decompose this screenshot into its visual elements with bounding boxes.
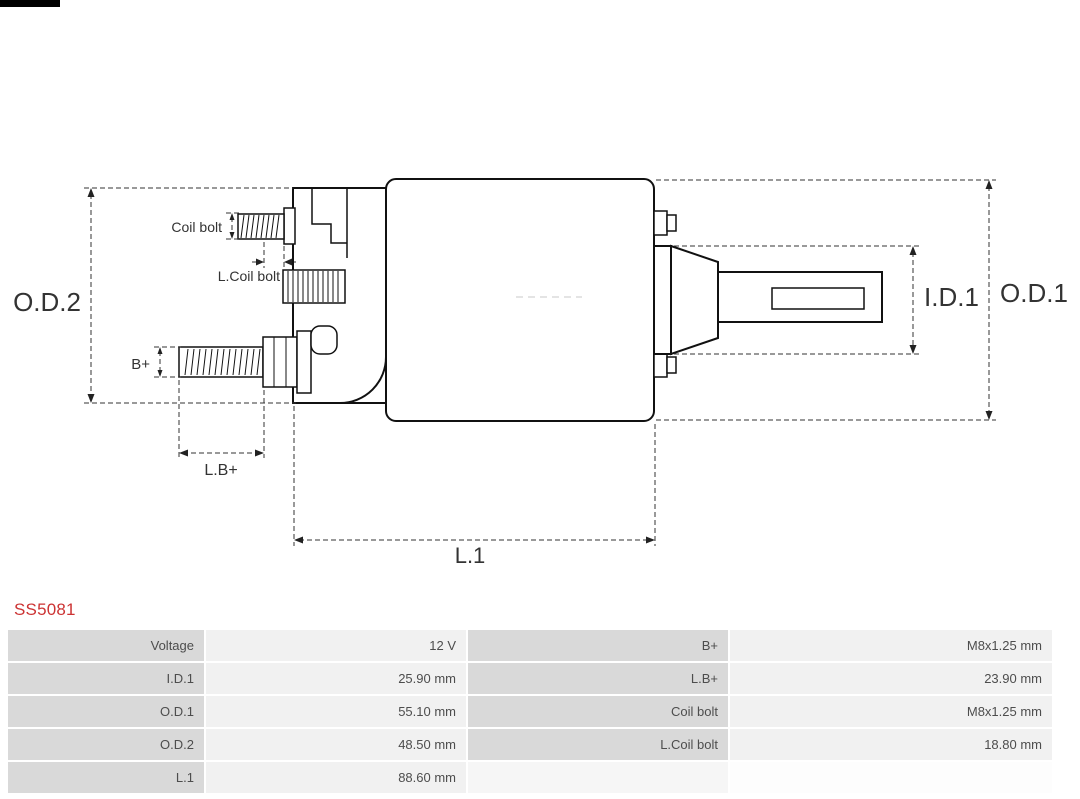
table-row: O.D.1 55.10 mm Coil bolt M8x1.25 mm: [8, 696, 1052, 727]
spec-value-cell: M8x1.25 mm: [730, 696, 1052, 727]
main-body: [385, 178, 655, 422]
spec-value-cell: M8x1.25 mm: [730, 630, 1052, 661]
table-row: Voltage 12 V B+ M8x1.25 mm: [8, 630, 1052, 661]
spec-label-cell: O.D.2: [8, 729, 204, 760]
dim-label-l-b-plus: L.B+: [204, 462, 237, 479]
dim-label-id1: I.D.1: [924, 282, 979, 312]
spec-value-cell: 23.90 mm: [730, 663, 1052, 694]
solenoid-technical-drawing: O.D.2 O.D.1 I.D.1 Coil bolt L.Coil bolt …: [13, 178, 1068, 568]
spec-value-cell: 88.60 mm: [206, 762, 466, 793]
spec-label-cell: L.1: [8, 762, 204, 793]
spec-label-cell: O.D.1: [8, 696, 204, 727]
spec-value-cell: 25.90 mm: [206, 663, 466, 694]
table-row: L.1 88.60 mm: [8, 762, 1052, 793]
spec-value-cell: 55.10 mm: [206, 696, 466, 727]
dim-label-l-coil-bolt: L.Coil bolt: [218, 268, 280, 284]
dim-label-coil-bolt: Coil bolt: [171, 219, 222, 235]
dim-label-b-plus: B+: [131, 356, 150, 373]
dim-label-od2: O.D.2: [13, 287, 81, 317]
plunger-shaft: [653, 210, 883, 378]
spec-label-cell: I.D.1: [8, 663, 204, 694]
spec-value-cell: [730, 762, 1052, 793]
table-row: I.D.1 25.90 mm L.B+ 23.90 mm: [8, 663, 1052, 694]
spec-value-cell: 12 V: [206, 630, 466, 661]
thread-hatching: [184, 214, 339, 376]
corner-mark: [0, 0, 60, 7]
spec-label-cell: [468, 762, 728, 793]
dimension-arrowheads: [87, 180, 993, 544]
spec-label-cell: L.Coil bolt: [468, 729, 728, 760]
spec-label-cell: Voltage: [8, 630, 204, 661]
spec-value-cell: 48.50 mm: [206, 729, 466, 760]
table-row: O.D.2 48.50 mm L.Coil bolt 18.80 mm: [8, 729, 1052, 760]
spec-label-cell: L.B+: [468, 663, 728, 694]
spec-label-cell: Coil bolt: [468, 696, 728, 727]
spec-label-cell: B+: [468, 630, 728, 661]
part-number: SS5081: [14, 600, 76, 619]
dim-label-l1: L.1: [455, 543, 486, 568]
spec-value-cell: 18.80 mm: [730, 729, 1052, 760]
spec-table: Voltage 12 V B+ M8x1.25 mm I.D.1 25.90 m…: [6, 628, 1054, 795]
dim-label-od1: O.D.1: [1000, 278, 1068, 308]
